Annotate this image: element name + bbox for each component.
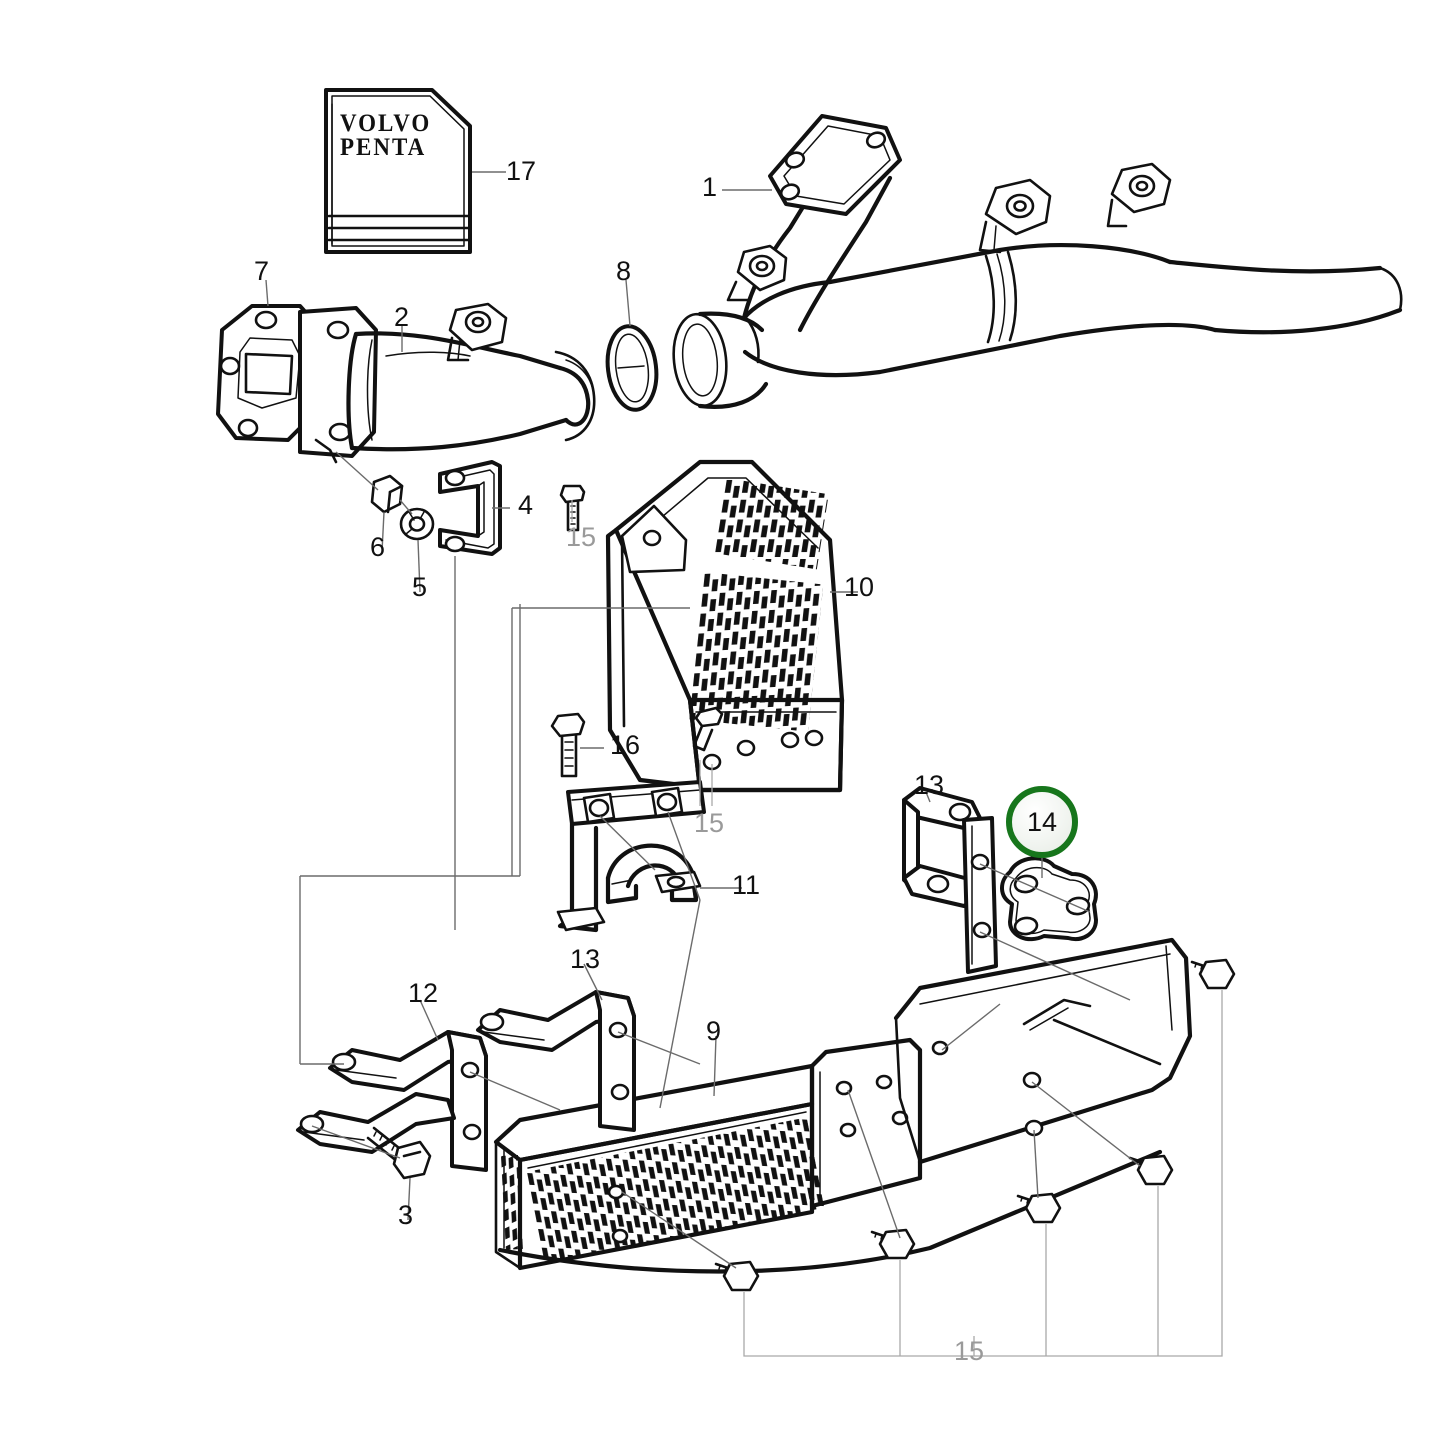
label-16: 16 [610,730,641,760]
label-13-right: 13 [914,770,945,800]
part-8-sealing-ring [605,324,659,412]
part-15-bolt-b [714,1260,760,1292]
leader-lines [265,171,1141,1269]
part-15-bolt-c [870,1228,916,1260]
part-2-exhaust-elbow [298,302,596,464]
part-13-bracket-left [476,990,636,1132]
label-13-left: 13 [570,944,601,974]
part-15-bolt-f [1190,958,1236,990]
part-11-saddle-clamp [556,780,706,933]
label-11: 11 [732,870,761,900]
callout-highlight-14[interactable]: 14 [1006,786,1078,858]
callout-number: 14 [1026,806,1058,837]
label-5: 5 [412,572,428,602]
decal-brand-line-2: PENTA [340,132,427,161]
label-7: 7 [254,256,270,286]
part-15-bolt-d [1016,1192,1062,1224]
decal-brand-line-1: VOLVO [340,108,432,137]
leader-lines-gray [571,500,1223,1357]
label-3: 3 [398,1200,414,1230]
part-15-bolt-a [559,484,586,532]
label-12: 12 [408,978,439,1008]
part-3-bolt-long [366,1126,432,1180]
part-15-bolt-e [1128,1154,1174,1186]
part-17-decal-plate [324,88,472,254]
label-4: 4 [518,490,534,520]
label-15-mid: 15 [694,808,725,838]
part-16-bolt [550,712,586,778]
part-6-spacer-bushing [370,474,404,514]
label-1: 1 [702,172,718,202]
part-4-u-bracket [438,460,502,556]
part-13-bracket-right [902,786,998,974]
part-14-flat-plate-bracket [1000,856,1098,942]
label-10: 10 [844,572,875,602]
label-17: 17 [506,156,537,186]
label-9: 9 [706,1016,722,1046]
part-9-heat-shield-lower [493,1063,825,1271]
part-12-bracket-left [296,1030,488,1172]
part-5-washer [399,507,435,541]
label-6: 6 [370,532,386,562]
part-10-heat-shield-upper [605,459,845,793]
label-2: 2 [394,302,410,332]
label-8: 8 [616,256,632,286]
label-15-bottom: 15 [954,1336,985,1366]
part-1-exhaust-manifold [672,114,1403,409]
label-15-upper: 15 [566,522,597,552]
